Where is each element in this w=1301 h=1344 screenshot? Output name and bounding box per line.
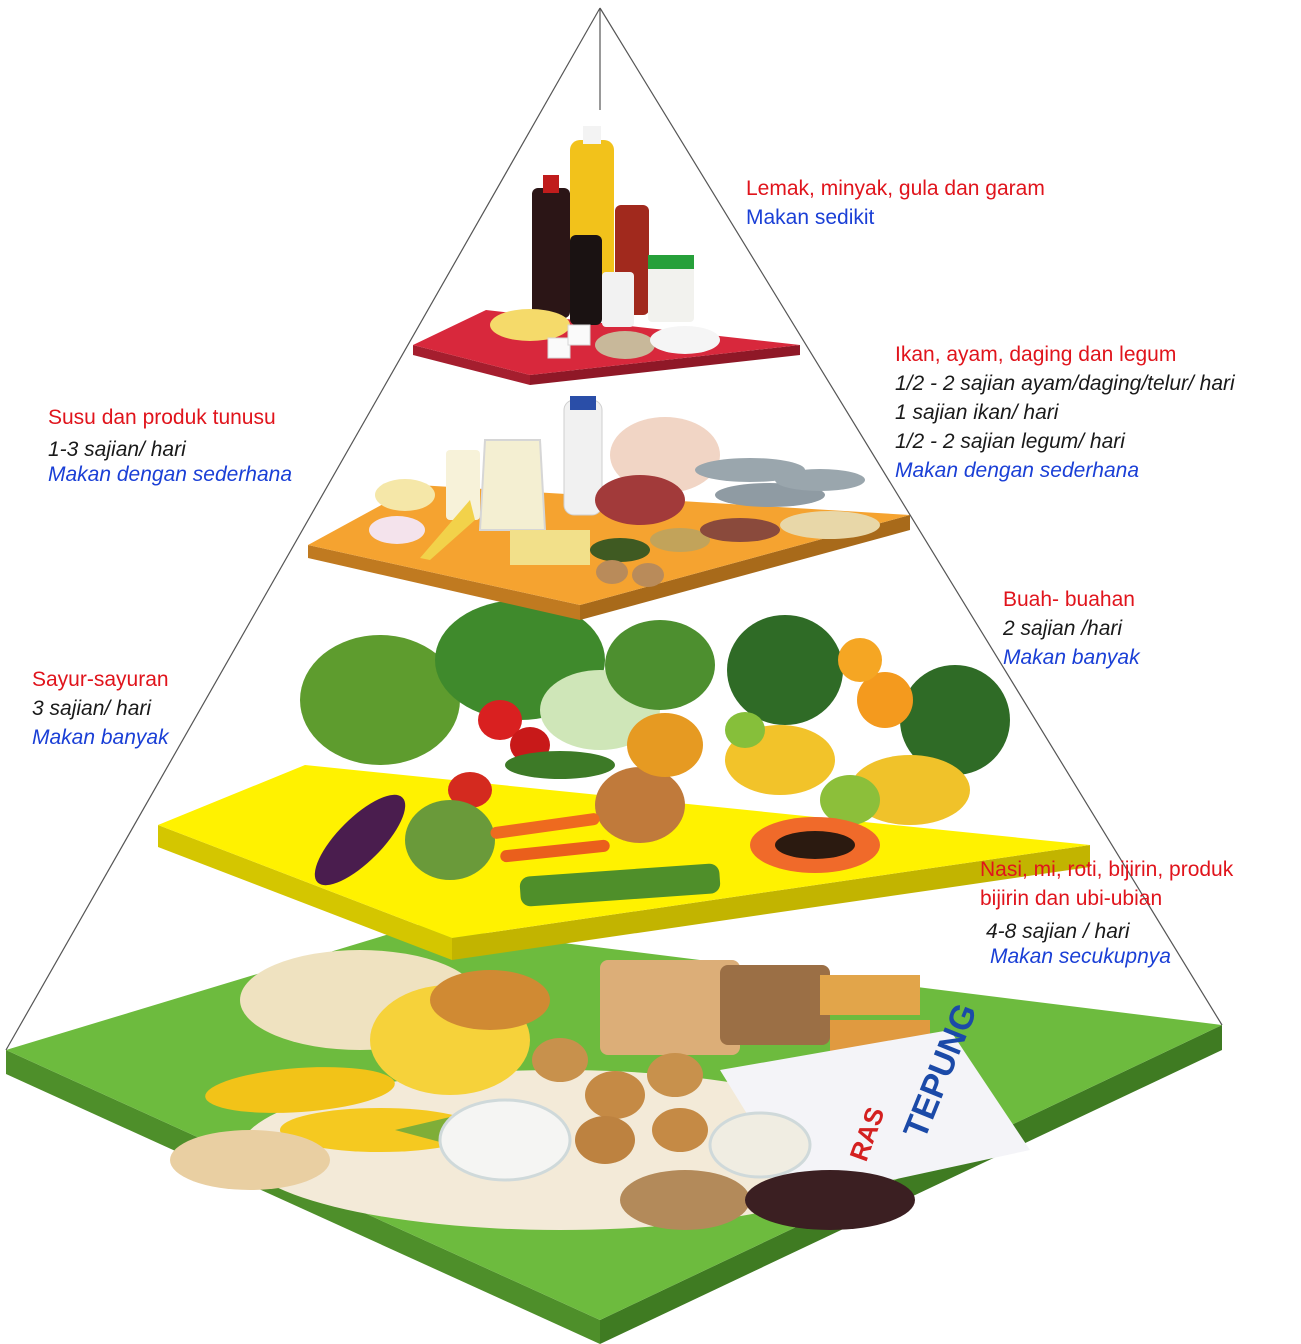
watermelon-icon xyxy=(727,615,843,725)
tier-dairy-protein xyxy=(308,396,910,620)
butter-icon xyxy=(490,309,570,341)
vegetables-advice: Makan banyak xyxy=(32,723,169,752)
grains-title-line-2: bijirin dan ubi-ubian xyxy=(980,884,1233,913)
protein-serving-fish: 1 sajian ikan/ hari xyxy=(895,398,1235,427)
label-fruits: Buah- buahan 2 sajian /hari Makan banyak xyxy=(1003,585,1140,672)
dairy-title: Susu dan produk tunusu xyxy=(48,403,292,432)
label-grains: Nasi, mi, roti, bijirin, produk bijirin … xyxy=(980,855,1233,969)
bread-icon xyxy=(600,960,740,1055)
protein-title: Ikan, ayam, daging dan legum xyxy=(895,340,1235,369)
sauce-bottle-icon xyxy=(532,188,570,318)
grains-food: TEPUNG RAS xyxy=(170,950,1030,1230)
salt-icon xyxy=(602,272,634,327)
orange-icon xyxy=(838,638,882,682)
label-protein: Ikan, ayam, daging dan legum 1/2 - 2 saj… xyxy=(895,340,1235,485)
fats-title: Lemak, minyak, gula dan garam xyxy=(746,174,1045,203)
vegetables-title: Sayur-sayuran xyxy=(32,665,169,694)
tier-vegetables-fruits xyxy=(158,600,1090,960)
grains-title-line-1: Nasi, mi, roti, bijirin, produk xyxy=(980,855,1233,884)
dairy-serving: 1-3 sajian/ hari xyxy=(48,437,292,462)
cheese-icon xyxy=(510,530,590,565)
pumpkin-icon xyxy=(595,767,685,843)
fats-food xyxy=(490,126,720,359)
fats-advice: Makan sedikit xyxy=(746,203,1045,232)
milk-jug-icon xyxy=(480,440,545,530)
egg-icon xyxy=(596,560,628,584)
fish-icon xyxy=(775,469,865,491)
label-dairy: Susu dan produk tunusu 1-3 sajian/ hari … xyxy=(48,403,292,487)
sauce-bottle-icon xyxy=(570,235,602,325)
pumpkin-icon xyxy=(627,713,703,777)
dairy-advice: Makan dengan sederhana xyxy=(48,462,292,487)
protein-serving-legume: 1/2 - 2 sajian legum/ hari xyxy=(895,427,1235,456)
egg-icon xyxy=(632,563,664,587)
protein-serving-meat: 1/2 - 2 sajian ayam/daging/telur/ hari xyxy=(895,369,1235,398)
grains-advice: Makan secukupnya xyxy=(980,944,1233,969)
bread-icon xyxy=(720,965,830,1045)
label-fats: Lemak, minyak, gula dan garam Makan sedi… xyxy=(746,174,1045,232)
meat-icon xyxy=(595,475,685,525)
protein-advice: Makan dengan sederhana xyxy=(895,456,1235,485)
label-vegetables: Sayur-sayuran 3 sajian/ hari Makan banya… xyxy=(32,665,169,752)
rice-bowl-icon xyxy=(440,1100,570,1180)
fruits-advice: Makan banyak xyxy=(1003,643,1140,672)
tier-fats xyxy=(413,126,800,385)
tier-grains: TEPUNG RAS xyxy=(6,925,1222,1344)
fruits-serving: 2 sajian /hari xyxy=(1003,614,1140,643)
vegetables-serving: 3 sajian/ hari xyxy=(32,694,169,723)
fruits-title: Buah- buahan xyxy=(1003,585,1140,614)
grains-serving: 4-8 sajian / hari xyxy=(980,919,1233,944)
rice-bowl-icon xyxy=(710,1113,810,1177)
